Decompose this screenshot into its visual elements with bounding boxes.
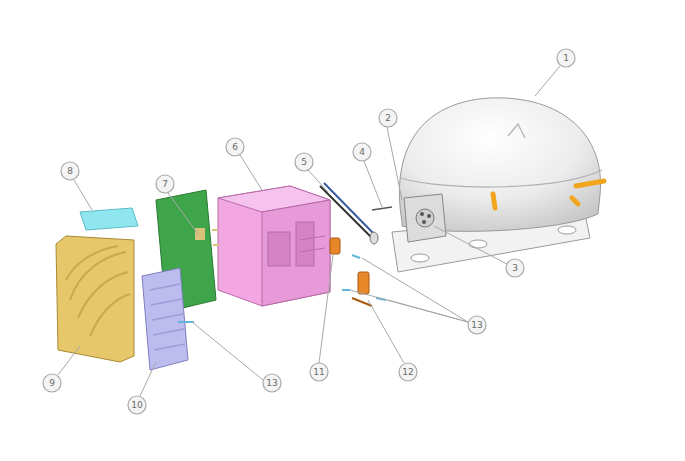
screw: [352, 255, 360, 258]
callout-number: 2: [385, 114, 391, 123]
terminal-pin: [372, 207, 392, 210]
callout-circles: [43, 49, 575, 414]
compressor: [392, 98, 604, 272]
relay-cover: [142, 268, 194, 370]
callout-number: 4: [359, 148, 365, 157]
leader-lines: [58, 66, 560, 396]
callout-number: 12: [402, 368, 413, 377]
cover: [56, 236, 134, 362]
callout-number: 10: [131, 401, 142, 410]
housing: [218, 186, 330, 306]
label-sticker: [80, 208, 138, 230]
callout-number: 6: [232, 143, 238, 152]
terminal-clip: [330, 238, 340, 254]
screw: [342, 289, 350, 291]
callout-number: 11: [313, 368, 324, 377]
callout-number: 13: [266, 379, 277, 388]
callout-number: 13: [471, 321, 482, 330]
callout-number: 8: [67, 167, 73, 176]
callout-number: 9: [49, 379, 55, 388]
callout-number: 1: [563, 54, 569, 63]
callout-number: 3: [512, 264, 518, 273]
callout-number: 5: [301, 158, 307, 167]
callout-number: 7: [162, 180, 168, 189]
